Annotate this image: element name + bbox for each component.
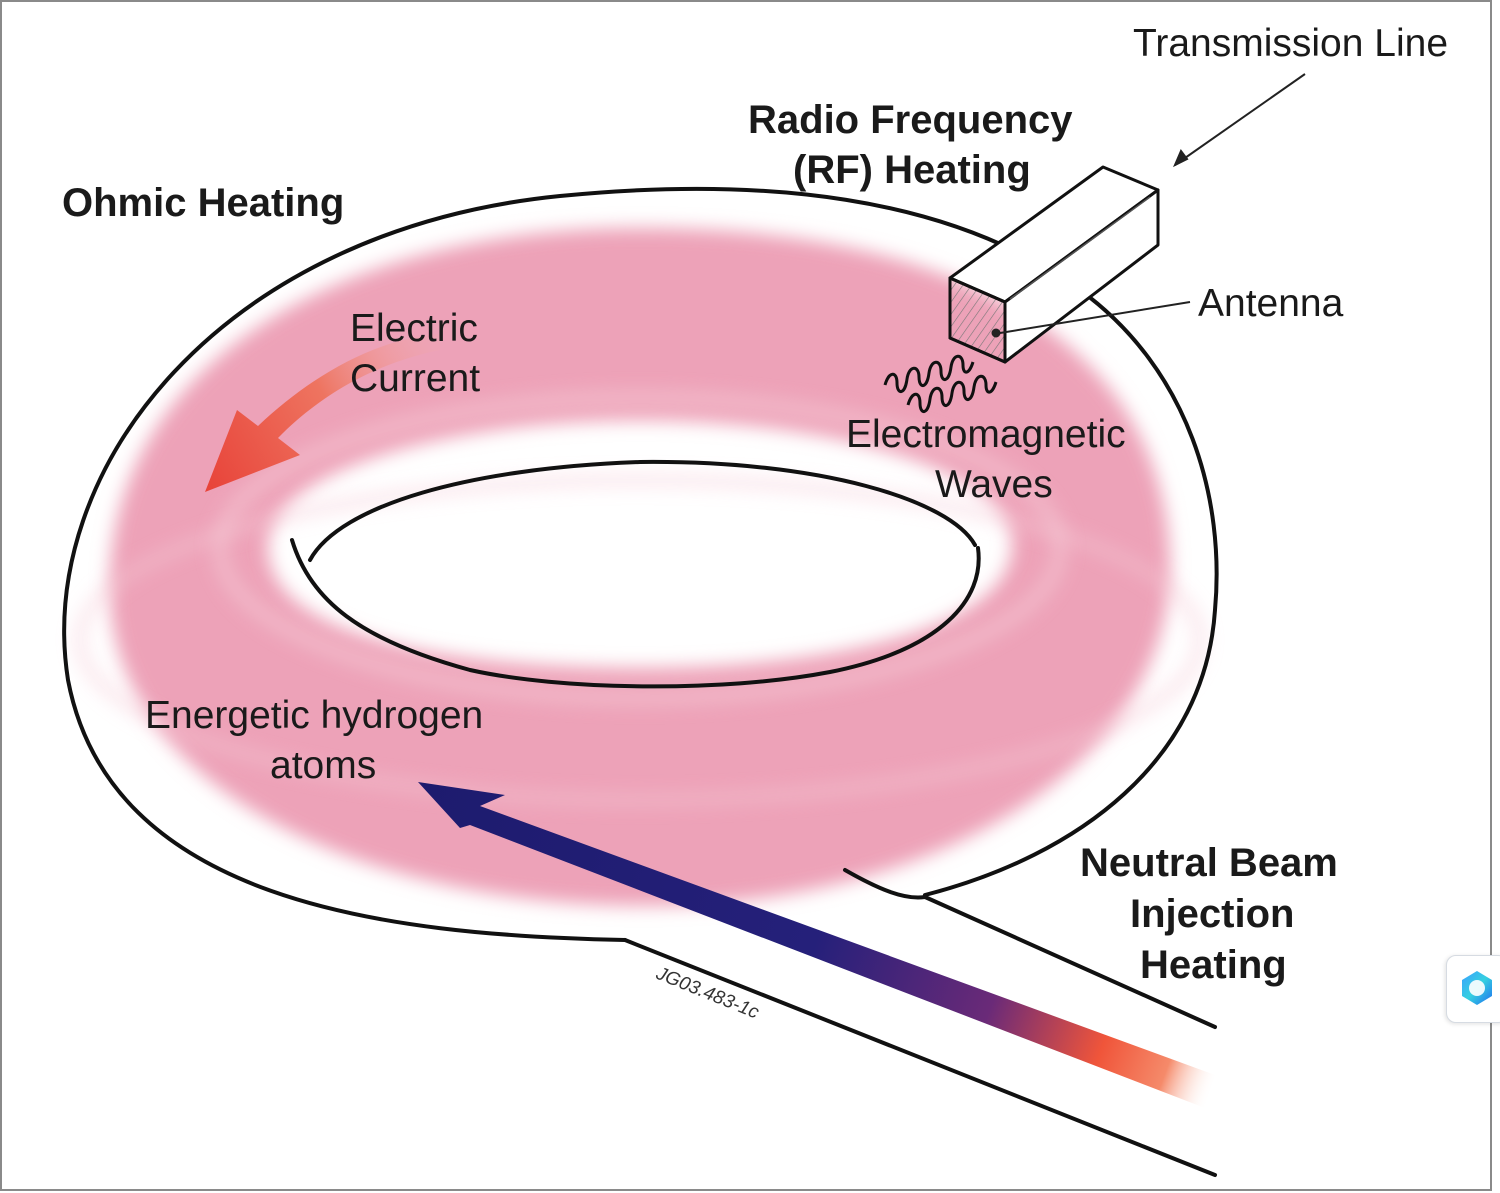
label-nbi-1: Neutral Beam [1080,841,1338,885]
label-electric-2: Current [350,357,480,400]
label-antenna: Antenna [1198,282,1344,325]
label-rf-heating-2: (RF) Heating [793,148,1031,192]
label-em-waves-2: Waves [935,463,1053,506]
assistant-widget-button[interactable] [1446,955,1500,1023]
label-transmission-line: Transmission Line [1133,22,1448,65]
label-ohmic-heating: Ohmic Heating [62,181,344,225]
electric-current-arrow [205,334,440,492]
rf-transmission-box [948,165,1160,364]
label-em-waves-1: Electromagnetic [846,413,1126,456]
label-nbi-2: Injection [1130,892,1294,936]
label-hydrogen-2: atoms [270,744,376,787]
label-nbi-3: Heating [1140,943,1287,987]
assistant-orb-icon [1462,971,1492,1005]
label-electric-1: Electric [350,307,478,350]
pointer-lines [991,73,1306,338]
plasma-ring [75,228,1205,906]
label-hydrogen-1: Energetic hydrogen [145,694,483,737]
label-rf-heating-1: Radio Frequency [748,98,1073,142]
em-wave-squiggles [883,354,998,413]
torus-outline [62,186,1219,1177]
neutral-beam-arrow [418,782,1215,1108]
